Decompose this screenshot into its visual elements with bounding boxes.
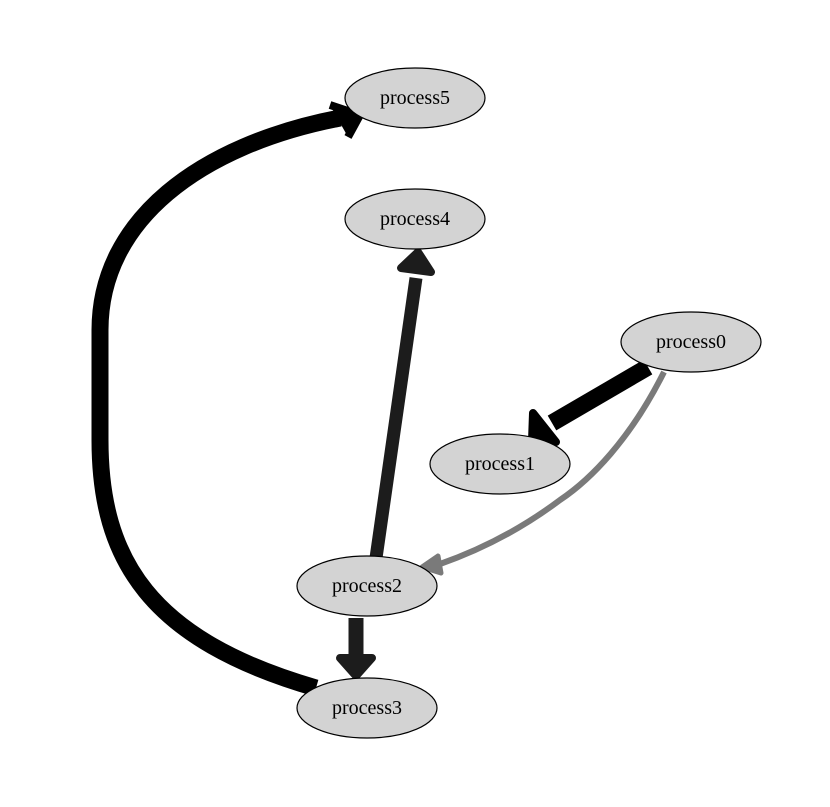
node-label: process4 bbox=[380, 208, 450, 230]
edge-process2-process4 bbox=[369, 248, 435, 559]
node-label: process1 bbox=[465, 453, 535, 475]
edge-line bbox=[369, 277, 423, 559]
node-label: process3 bbox=[332, 697, 402, 719]
node-process0[interactable]: process0 bbox=[620, 311, 762, 373]
edges bbox=[91, 101, 667, 697]
arrowhead-icon bbox=[397, 248, 435, 276]
edge-process0-process2 bbox=[419, 370, 667, 576]
node-ellipse bbox=[344, 188, 486, 250]
node-ellipse bbox=[429, 433, 571, 495]
node-process4[interactable]: process4 bbox=[344, 188, 486, 250]
edge-line bbox=[547, 359, 653, 431]
edge-process2-process3 bbox=[336, 618, 376, 680]
node-process5[interactable]: process5 bbox=[344, 67, 486, 129]
nodes: process5 process4 process0 process1 proc… bbox=[296, 67, 762, 739]
node-ellipse bbox=[296, 555, 438, 617]
node-process1[interactable]: process1 bbox=[429, 433, 571, 495]
node-ellipse bbox=[344, 67, 486, 129]
edge-line bbox=[439, 370, 667, 567]
arrowhead-icon bbox=[336, 654, 376, 680]
node-process3[interactable]: process3 bbox=[296, 677, 438, 739]
node-label: process5 bbox=[380, 87, 450, 109]
node-label: process0 bbox=[656, 331, 726, 353]
node-ellipse bbox=[620, 311, 762, 373]
node-ellipse bbox=[296, 677, 438, 739]
edge-line bbox=[91, 109, 342, 697]
arrowhead-icon bbox=[419, 553, 444, 576]
node-process2[interactable]: process2 bbox=[296, 555, 438, 617]
node-label: process2 bbox=[332, 575, 402, 597]
